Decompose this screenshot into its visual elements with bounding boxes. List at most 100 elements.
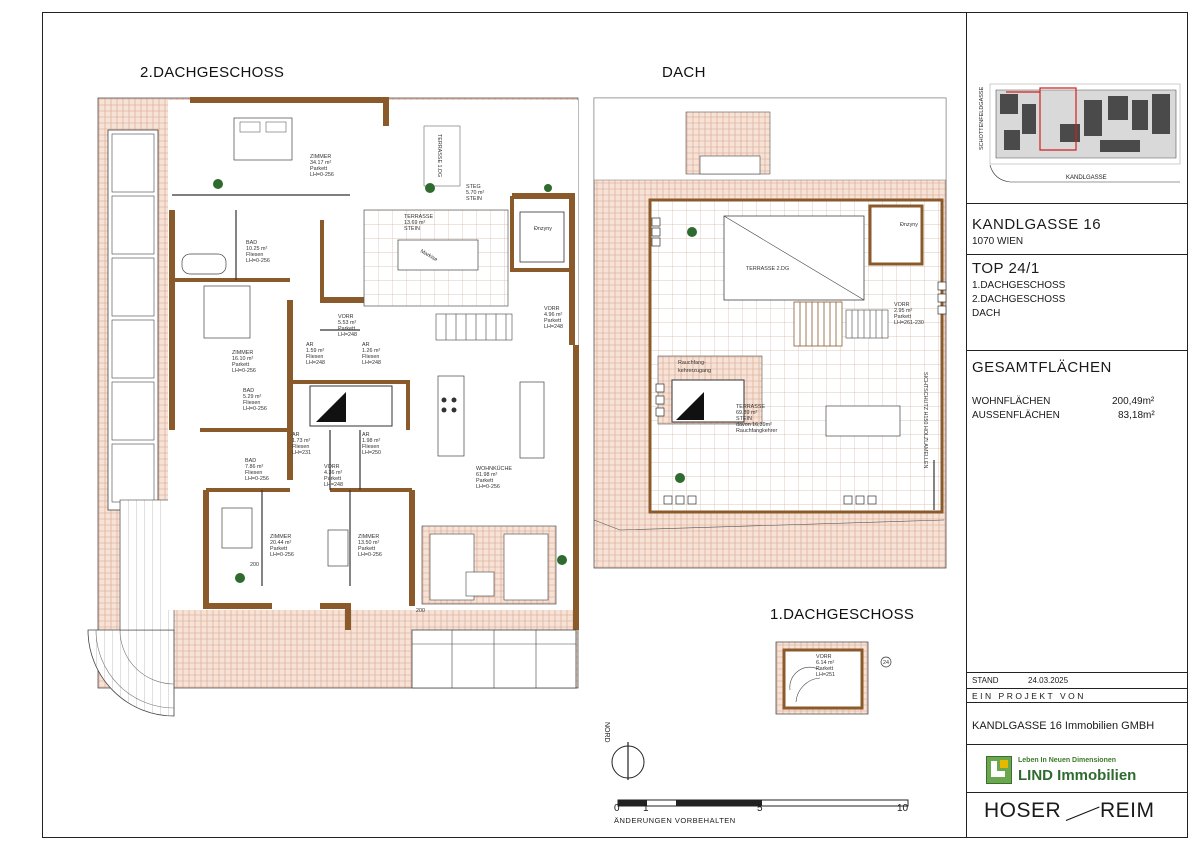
room-label-zimmer1-3: LH=0-256	[310, 172, 334, 178]
room-label-vorr2-1: 4.36 m²	[324, 470, 342, 476]
stand-label: STAND	[972, 676, 999, 685]
room-label-bad3-3: LH=0-256	[245, 476, 269, 482]
room-label-bad1-2: Fliesen	[246, 252, 263, 258]
scale-bar	[617, 799, 909, 807]
room-label-vorr1-2: Parkett	[338, 326, 356, 332]
room-label-zimmer1-1: 34.17 m²	[310, 160, 331, 166]
room-label-terrasse1-1: 13.69 m²	[404, 220, 425, 226]
scale-tick-0: 0	[614, 803, 620, 814]
room-label-ar3-0: AR	[292, 432, 300, 438]
tb-divider	[966, 254, 1188, 255]
tb-divider	[966, 688, 1188, 689]
plan-annotation-dim-200-8: 200	[250, 562, 259, 568]
plan-annotation-unit-marker-10: 24	[883, 660, 889, 666]
plan-annotation-terrasse-2dg-1: TERRASSE 2.DG	[746, 266, 789, 272]
room-label-wohnkueche-3: LH=0-256	[476, 484, 500, 490]
plan-2dg	[87, 97, 579, 717]
room-label-zimmer1-2: Parkett	[310, 166, 328, 172]
project-district: 1070 WIEN	[972, 236, 1024, 247]
wohnflaechen-value: 200,49m²	[1112, 396, 1155, 407]
level-1dg: 1.DACHGESCHOSS	[972, 280, 1066, 291]
room-label-terrasse_dach-1: 69.89 m²	[736, 410, 757, 416]
section-title-2dg: 2.DACHGESCHOSS	[140, 64, 285, 81]
scale-tick-10: 10	[897, 803, 909, 814]
hoser-logo-text-right: REIM	[1100, 799, 1155, 822]
room-label-bad2-3: LH=0-256	[243, 406, 267, 412]
room-label-ar3-2: Fliesen	[292, 444, 309, 450]
room-label-vorr2-0: VORR	[324, 464, 340, 470]
plan-annotation-lift-6: Ðnzyny	[534, 226, 552, 232]
wohnflaechen-label: WOHNFLÄCHEN	[972, 396, 1051, 407]
room-label-wohnkueche-1: 61.98 m²	[476, 472, 497, 478]
room-label-zimmer3-3: LH=0-256	[270, 552, 294, 558]
scale-tick-1: 1	[643, 803, 649, 814]
room-label-bad1-0: BAD	[246, 240, 257, 246]
room-label-steg-0: STEG	[466, 184, 481, 190]
drawing-sheet-frame	[42, 12, 1188, 838]
room-label-zimmer4-1: 13.50 m²	[358, 540, 379, 546]
room-label-zimmer3-1: 20.44 m²	[270, 540, 291, 546]
room-label-ar2-2: Fliesen	[362, 354, 379, 360]
room-label-vorr_1dg-2: Parkett	[816, 666, 834, 672]
room-label-terrasse_dach-4: Rauchfangkehrer	[736, 428, 778, 434]
aussenflaechen-label: AUSSENFLÄCHEN	[972, 410, 1060, 421]
room-label-vorr_1dg-3: LH=251	[816, 672, 835, 678]
room-label-wohnkueche-0: WOHNKÜCHE	[476, 465, 512, 472]
room-label-bad1-3: LH=0-256	[246, 258, 270, 264]
street-label-schottenfeldgasse: SCHOTTENFELDGASSE	[979, 86, 985, 150]
lind-logo-mark	[986, 756, 1012, 784]
tb-divider	[966, 203, 1188, 204]
room-label-bad3-0: BAD	[245, 458, 256, 464]
room-label-vorr2-2: Parkett	[324, 476, 342, 482]
room-label-bad3-2: Fliesen	[245, 470, 262, 476]
title-block	[966, 12, 1188, 838]
section-title-dach: DACH	[662, 64, 706, 81]
tb-divider	[966, 744, 1188, 745]
room-label-zimmer4-0: ZIMMER	[358, 534, 379, 540]
room-label-terrasse1-2: STEIN	[404, 226, 420, 232]
room-label-vorr3-0: VORR	[544, 306, 560, 312]
plan-dach	[593, 97, 947, 569]
tb-divider	[966, 792, 1188, 793]
room-label-bad1-1: 10.25 m²	[246, 246, 267, 252]
room-label-ar4-1: 1.98 m²	[362, 438, 380, 444]
plan-annotation-terrasse-1dg-0: TERRASSE 1.DG	[436, 134, 442, 177]
plan-1dg	[775, 641, 892, 715]
scale-tick-5: 5	[757, 803, 763, 814]
room-label-zimmer4-2: Parkett	[358, 546, 376, 552]
room-label-vorr_1dg-0: VORR	[816, 654, 832, 660]
room-label-ar4-3: LH=250	[362, 450, 381, 456]
room-label-ar1-2: Fliesen	[306, 354, 323, 360]
room-label-zimmer2-1: 16.10 m²	[232, 356, 253, 362]
room-label-vorr_dach-2: Parkett	[894, 314, 912, 320]
room-label-ar1-0: AR	[306, 342, 314, 348]
room-label-zimmer2-0: ZIMMER	[232, 350, 253, 356]
room-label-vorr_dach-1: 2.95 m²	[894, 308, 912, 314]
room-label-vorr_dach-0: VORR	[894, 302, 910, 308]
room-label-zimmer3-2: Parkett	[270, 546, 288, 552]
room-label-vorr_dach-3: LH=261-230	[894, 320, 924, 326]
room-label-zimmer1-0: ZIMMER	[310, 154, 331, 160]
room-label-ar3-3: LH=231	[292, 450, 311, 456]
room-label-terrasse_dach-3: davon 16,39m²	[736, 422, 772, 428]
room-label-terrasse_dach-2: STEIN	[736, 416, 752, 422]
plan-annotation-dim-200-9: 200	[416, 608, 425, 614]
room-label-bad2-0: BAD	[243, 388, 254, 394]
room-label-zimmer2-2: Parkett	[232, 362, 250, 368]
room-label-vorr3-1: 4.96 m²	[544, 312, 562, 318]
lind-tagline: Leben In Neuen Dimensionen	[1018, 757, 1117, 764]
plan-annotation-sichtschutz-5: SICHTSCHUTZ H150 HOLZLAMELLEN	[922, 372, 928, 469]
plan-annotation-lift-7: Ðnzyny	[900, 222, 918, 228]
hoser-logo-text-left: HOSER	[984, 799, 1062, 822]
tb-divider	[966, 702, 1188, 703]
room-label-ar2-3: LH=248	[362, 360, 381, 366]
room-label-terrasse1-0: TERRASSE	[404, 214, 433, 220]
room-label-ar2-1: 1.26 m²	[362, 348, 380, 354]
room-label-bad2-2: Fliesen	[243, 400, 260, 406]
room-label-vorr1-0: VORR	[338, 314, 354, 320]
level-dach: DACH	[972, 308, 1001, 319]
room-label-vorr2-3: LH=248	[324, 482, 343, 488]
